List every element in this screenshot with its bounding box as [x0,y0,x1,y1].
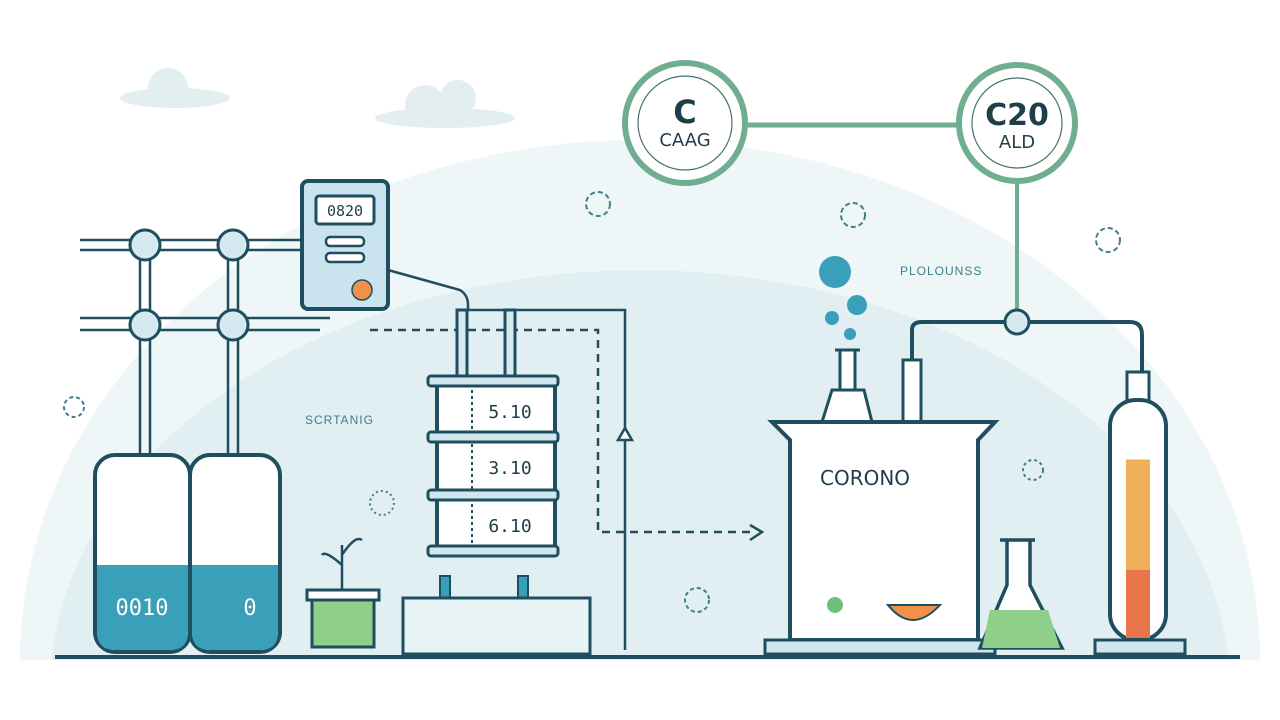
stage-value: 3.10 [488,458,531,479]
gear-icon [1095,227,1121,253]
node-c20-ald: C20 ALD [956,62,1078,184]
gear-icon [63,396,85,418]
control-panel: 0820 [300,179,390,311]
tank-left: 0010 [93,453,192,654]
panel-knob [351,279,373,301]
tank-value: 0 [243,596,256,621]
gear-icon [840,202,866,228]
potted-plant-icon [305,537,381,649]
pipe-network [80,228,330,560]
snowflake-icon [1022,459,1044,481]
label-scrtanig: SCRTANIG [305,413,374,427]
flow-dashed-line [370,328,750,534]
distillation-column: 5.10 3.10 6.10 [401,308,592,656]
honeycomb-base [401,596,592,656]
panel-slot [324,251,366,264]
node-c-caag: C CAAG [622,60,748,186]
cloud-icon [375,80,515,128]
panel-display: 0820 [327,202,363,220]
cloud-icon [120,68,230,108]
stage-value: 5.10 [488,402,531,423]
tank-value: 0010 [116,596,169,621]
vessel-label: CORONO [820,466,910,490]
node-title: C20 [985,98,1049,133]
arrow-icon [749,523,765,542]
node-title: C [673,93,696,131]
sparkle-icon [369,490,395,516]
flask-liquid [982,610,1060,648]
label-plolounss: PLOLOUNSS [900,264,982,278]
fruit-bowl-icon [885,604,943,621]
reaction-vessel: CORONO [763,348,1000,656]
gear-icon [585,191,611,217]
arrow-up-icon [615,425,635,442]
node-subtitle: CAAG [659,130,710,151]
bubbles [819,256,867,340]
valve-icon [1003,308,1031,336]
thermometer [1093,370,1187,656]
tank-right: 0 [188,453,282,654]
gear-icon [684,587,710,613]
leaf-icon [827,597,843,613]
stage-value: 6.10 [488,516,531,537]
node-subtitle: ALD [999,132,1035,153]
panel-slot [324,235,366,248]
